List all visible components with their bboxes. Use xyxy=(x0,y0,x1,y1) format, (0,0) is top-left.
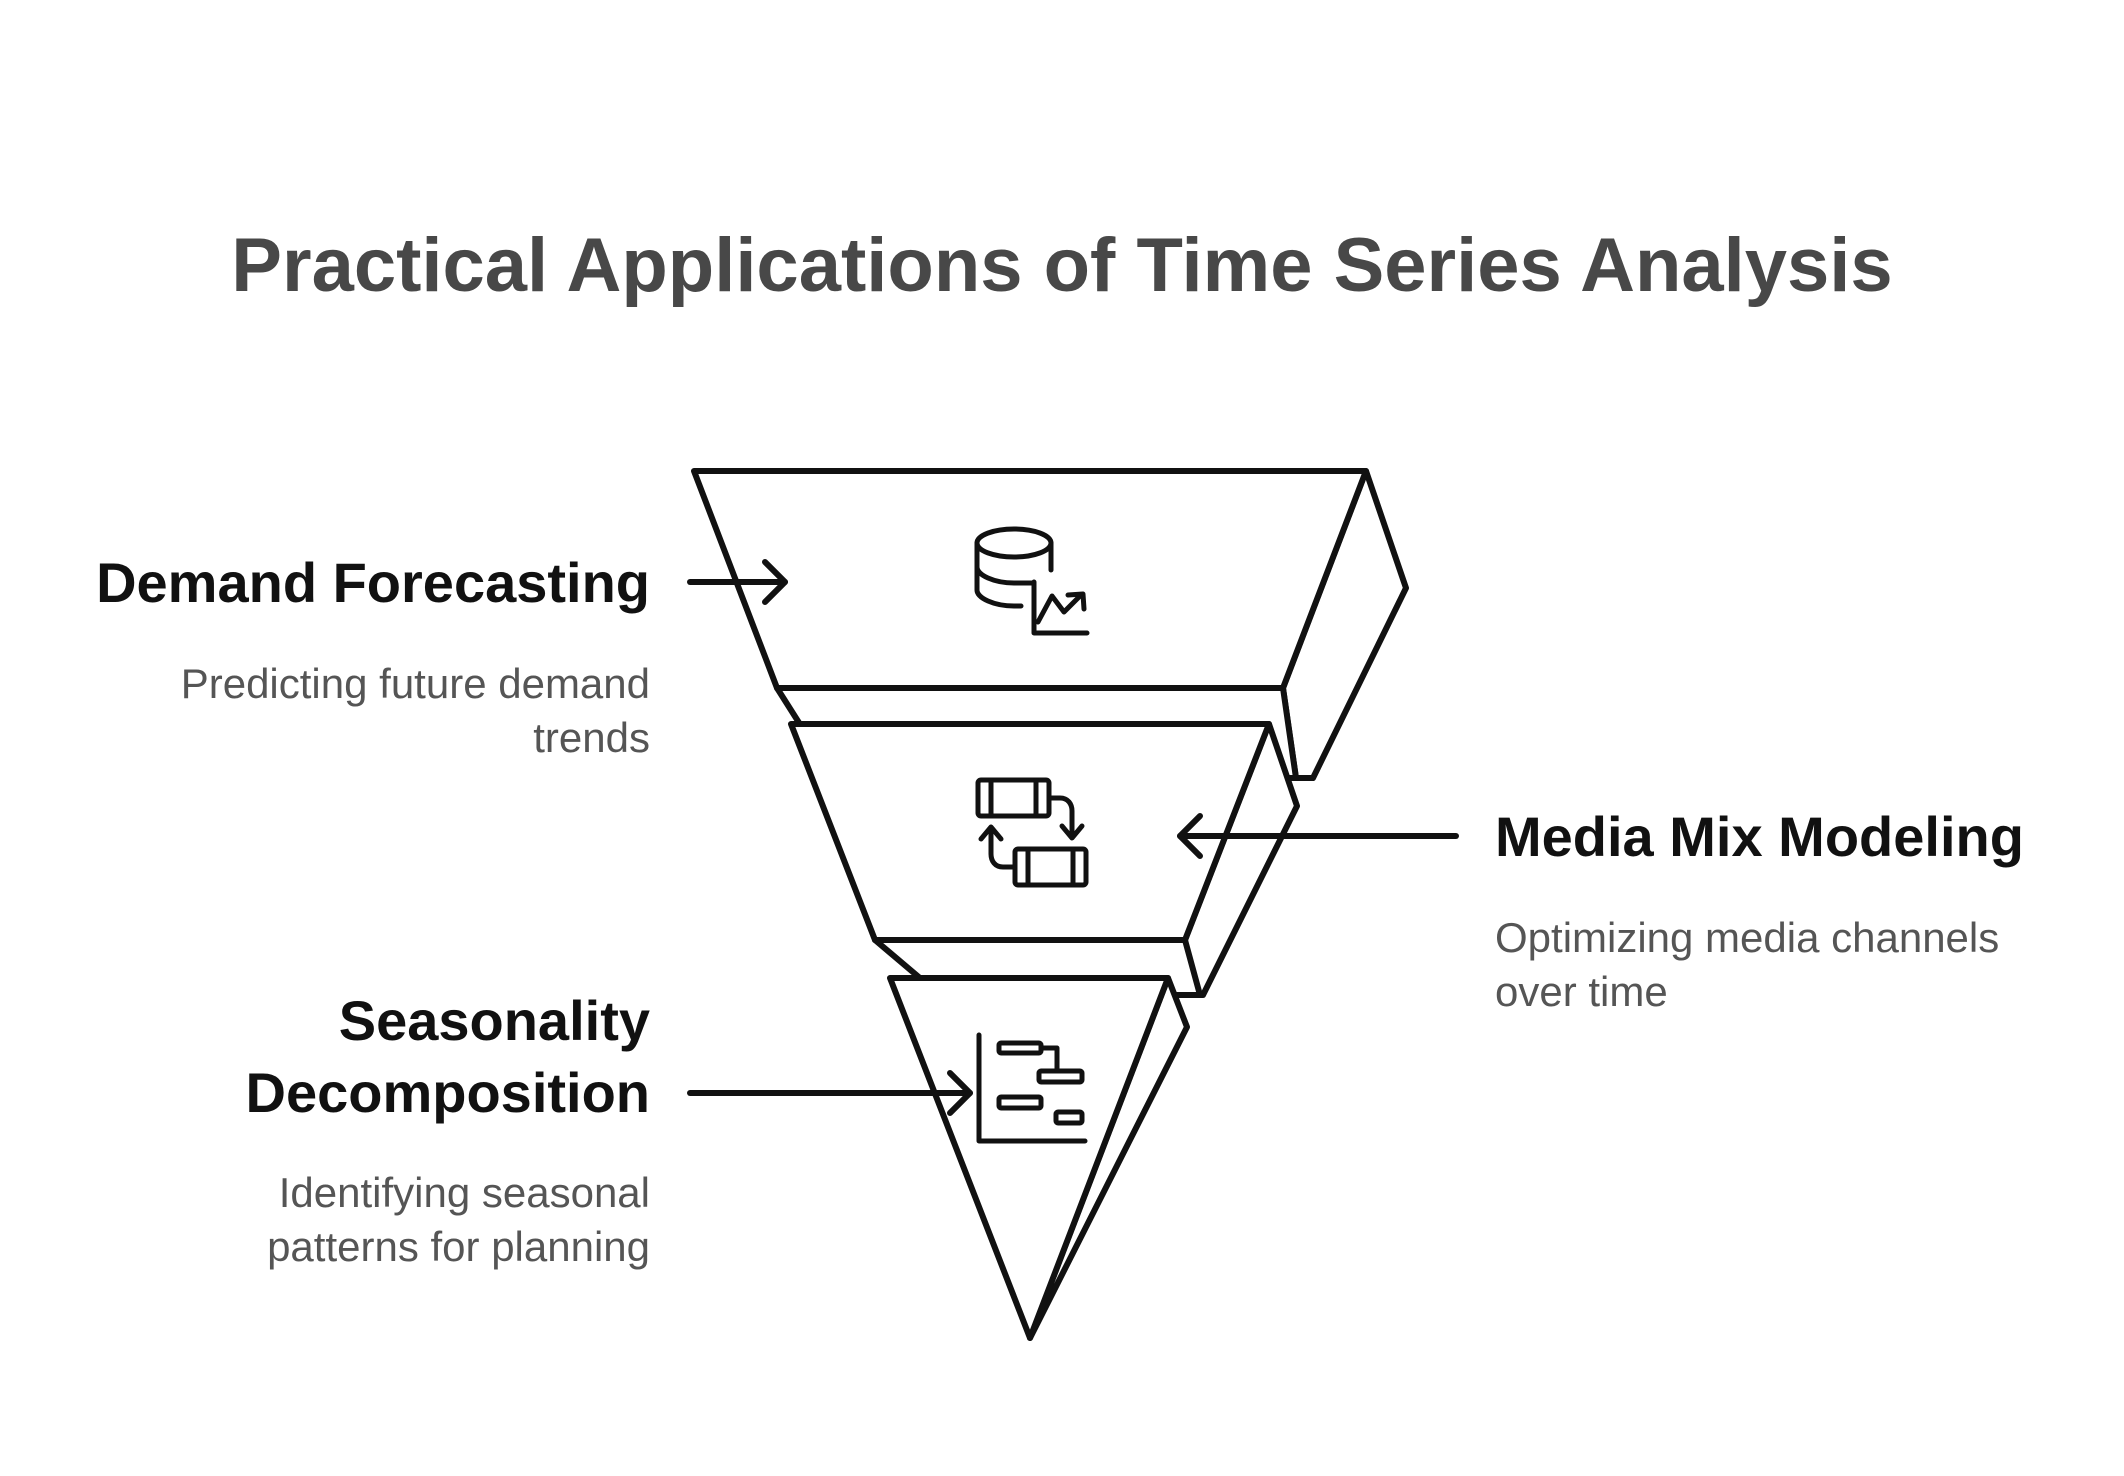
arrow-media-mix-modeling xyxy=(1177,813,1459,859)
database-chart-icon xyxy=(974,526,1090,636)
tier-1-front-face xyxy=(691,468,1369,691)
gantt-chart-icon xyxy=(976,1032,1088,1144)
arrow-seasonality-decomposition xyxy=(687,1070,973,1116)
arrow-demand-forecasting xyxy=(687,559,788,605)
funnel-tier-3 xyxy=(887,975,1190,1341)
demand-forecasting-label: Demand Forecasting xyxy=(96,551,650,614)
demand-forecasting-description: Predicting future demand trends xyxy=(180,660,650,761)
funnel-tier-2 xyxy=(788,721,1300,998)
media-mix-modeling-description: Optimizing media channels over time xyxy=(1495,914,2000,1015)
page-title: Practical Applications of Time Series An… xyxy=(231,223,1893,308)
swap-arrows-icon xyxy=(975,777,1089,888)
tier-3-front-face xyxy=(887,975,1171,1341)
media-mix-modeling-label: Media Mix Modeling xyxy=(1495,805,2024,868)
seasonality-decomposition-description: Identifying seasonal patterns for planni… xyxy=(267,1169,650,1270)
tier-2-front-face xyxy=(788,721,1272,943)
seasonality-decomposition-label: Seasonality Decomposition xyxy=(245,989,650,1124)
